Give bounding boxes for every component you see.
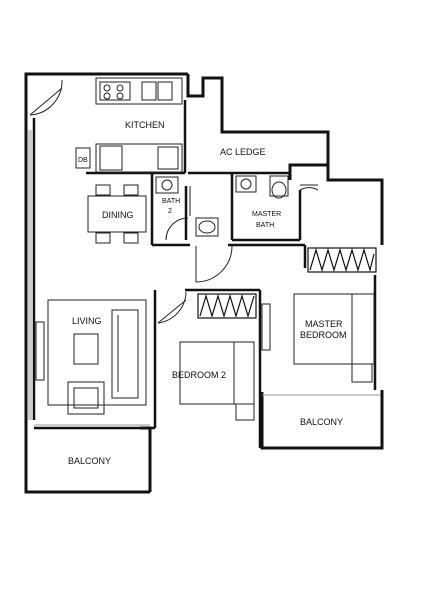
- ac-ledge-label: AC LEDGE: [220, 147, 266, 157]
- balcony-left-label: BALCONY: [68, 456, 111, 466]
- dining-label: DINING: [102, 210, 134, 220]
- bedroom2-furniture: [179, 303, 271, 421]
- db-label: DB: [78, 157, 88, 164]
- master-bedroom-label-line2: BEDROOM: [300, 330, 347, 340]
- balcony-right-label: BALCONY: [300, 417, 343, 427]
- interior-doors: [157, 245, 233, 324]
- kitchen-fixtures: [75, 77, 183, 173]
- outer-walls: [24, 72, 384, 494]
- master-bedroom-furniture: [293, 293, 375, 383]
- living-furniture: [35, 299, 147, 415]
- bath2-label-line2: 2: [168, 208, 172, 215]
- wardrobes: [197, 247, 377, 319]
- interior-walls: [32, 100, 377, 448]
- bath2-label-line1: BATH: [162, 198, 180, 205]
- windows: [28, 130, 380, 426]
- living-label: LIVING: [72, 316, 102, 326]
- main-door: [29, 79, 63, 116]
- master-bedroom-label-line1: MASTER: [305, 319, 343, 329]
- bath2-fixtures: [155, 176, 219, 241]
- master-bath-fixtures: [235, 175, 319, 199]
- dining-set: [87, 184, 147, 244]
- master-bath-label-line1: MASTER: [252, 211, 281, 218]
- bedroom2-label: BEDROOM 2: [172, 370, 226, 380]
- master-bath-label-line2: BATH: [256, 222, 274, 229]
- kitchen-label: KITCHEN: [125, 120, 165, 130]
